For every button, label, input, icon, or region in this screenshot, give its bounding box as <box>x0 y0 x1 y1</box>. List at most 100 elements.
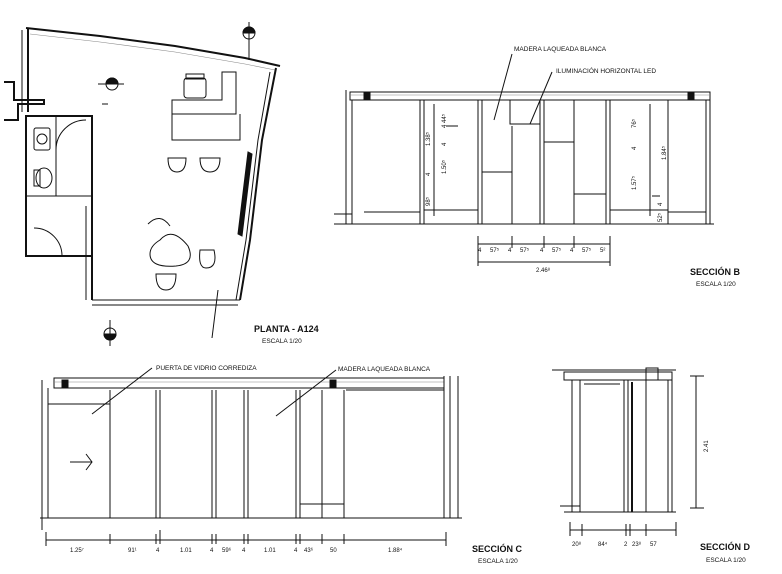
visitor-chair-icon <box>199 157 221 173</box>
leader-line <box>529 71 553 125</box>
dim-label: 4 44⁵ <box>441 113 448 128</box>
table-chair-icon <box>147 218 171 227</box>
dim-label: 4 <box>294 548 298 554</box>
toilet-icon <box>35 167 53 189</box>
desk-icon <box>171 71 237 115</box>
section-c-beam <box>53 377 445 389</box>
dim-label: 57⁵ <box>520 247 530 254</box>
section-c-drawing <box>40 367 462 546</box>
office-chair-icon <box>183 77 207 99</box>
dim-label: 4 <box>632 146 638 150</box>
dim-label: 2 <box>624 542 628 548</box>
section-marker-icon <box>98 77 124 91</box>
dim-label: 4 <box>658 202 664 206</box>
section-b-led-panel <box>509 99 541 125</box>
dim-label: 4 <box>156 548 160 554</box>
section-b-title: SECCIÓN B <box>690 266 741 277</box>
dim-label: 76⁵ <box>631 118 638 128</box>
dim-label: 57⁵ <box>552 247 562 254</box>
dim-label: 1.88⁴ <box>388 547 403 554</box>
dim-label: 4 <box>478 248 482 254</box>
section-c-title: SECCIÓN C <box>472 543 523 554</box>
section-d-scale: ESCALA 1/20 <box>706 557 746 564</box>
toilet-tank-icon <box>33 169 41 187</box>
sink-basin-icon <box>36 133 48 145</box>
dim-label: 4 <box>540 248 544 254</box>
sink-icon <box>33 127 51 151</box>
round-table-icon <box>149 233 191 267</box>
office-chair-back-icon <box>185 73 205 80</box>
planta-scale: ESCALA 1/20 <box>262 338 302 345</box>
dim-label: 1.01 <box>180 548 192 554</box>
dim-label: 1.57⁵ <box>631 175 638 190</box>
dim-label: 4 <box>426 172 432 176</box>
leader-line <box>493 53 513 121</box>
dim-label: 4 <box>570 248 574 254</box>
table-chair-icon <box>155 273 177 291</box>
section-c-label-madera: MADERA LAQUEADA BLANCA <box>338 366 431 373</box>
section-c-dims-bottom: 1.25⁷ 91¹ 4 1.01 4 59⁶ 4 1.01 4 43⁶ 50 1… <box>70 547 403 554</box>
planta-title: PLANTA - A124 <box>254 324 319 334</box>
section-b-dims-right: 76⁵ 4 1.84⁵ 1.57⁵ 4 52⁵ <box>631 118 668 222</box>
dim-label: 57 <box>650 542 657 548</box>
dim-label: 4 <box>210 548 214 554</box>
dim-label: 1.50⁵ <box>441 159 448 174</box>
plan-glass-line <box>211 289 219 339</box>
plan-top-wall <box>25 27 281 67</box>
dim-label: 20⁸ <box>572 541 582 548</box>
dim-label: 4 <box>442 142 448 146</box>
dim-label: 52⁵ <box>657 212 664 222</box>
sliding-glass-door <box>47 403 111 519</box>
plan-right-wall <box>239 67 277 301</box>
dim-label: 1.25⁷ <box>70 547 84 554</box>
dim-label: 57⁵ <box>582 247 592 254</box>
dim-label: 1.84⁵ <box>661 145 668 160</box>
dim-label: 84⁴ <box>598 541 608 548</box>
section-b-scale: ESCALA 1/20 <box>696 281 736 288</box>
plan-stair-wall <box>4 81 45 121</box>
section-b-dims-left: 1.38⁵ 4 1.50⁵ 4 4 44⁵ 98⁵ <box>425 113 448 206</box>
section-c-label-puerta: PUERTA DE VIDRIO CORREDIZA <box>156 365 257 372</box>
section-b-total-dim: 2.46⁸ <box>536 267 551 274</box>
section-b-beam <box>349 91 711 101</box>
section-b-beam-cap <box>363 91 371 101</box>
dim-label: 57⁵ <box>490 247 500 254</box>
leader-line <box>91 367 153 415</box>
dim-label: 4 <box>242 548 246 554</box>
dim-label: 43⁶ <box>304 547 314 554</box>
section-b-drawing <box>334 53 714 266</box>
dim-label: 4 <box>508 248 512 254</box>
section-b-beam-cap <box>687 91 695 101</box>
floor-plan <box>4 22 281 346</box>
leader-line <box>275 369 337 417</box>
section-b-label-led: ILUMINACIÓN HORIZONTAL LED <box>556 66 656 75</box>
dim-label: 50 <box>330 548 337 554</box>
desk-return <box>171 114 241 141</box>
section-d-dims-bottom: 20⁸ 84⁴ 2 23⁸ 57 <box>572 541 657 548</box>
plan-door-swing-2 <box>33 227 63 257</box>
plan-top-wall-inner <box>29 33 276 71</box>
visitor-chair-icon <box>167 157 187 173</box>
dim-label: 1.38⁵ <box>425 131 432 146</box>
section-d-drawing <box>552 367 704 536</box>
table-chair-icon <box>199 249 216 269</box>
section-b-label-madera: MADERA LAQUEADA BLANCA <box>514 46 607 53</box>
wall-panel <box>237 151 253 237</box>
section-d-title: SECCIÓN D <box>700 541 751 552</box>
plan-right-wall-inner <box>235 71 271 301</box>
dim-label: 1.01 <box>264 548 276 554</box>
plan-bathroom <box>25 115 93 257</box>
dim-label: 98⁵ <box>425 196 432 206</box>
dim-label: 91¹ <box>128 548 137 554</box>
section-marker-icon <box>103 320 117 346</box>
section-d-height-dim: 2.41 <box>704 440 710 452</box>
dim-label: 5² <box>600 248 605 254</box>
section-b-dims-bottom: 4 57⁵ 4 57⁵ 4 57⁵ 4 57⁵ 5² <box>478 247 605 254</box>
section-c-scale: ESCALA 1/20 <box>478 558 518 565</box>
dim-label: 59⁶ <box>222 547 232 554</box>
slide-arrow-icon <box>70 453 93 471</box>
dim-label: 23⁸ <box>632 541 642 548</box>
plan-door-swing-1 <box>55 119 87 151</box>
section-d-beam <box>563 371 673 381</box>
